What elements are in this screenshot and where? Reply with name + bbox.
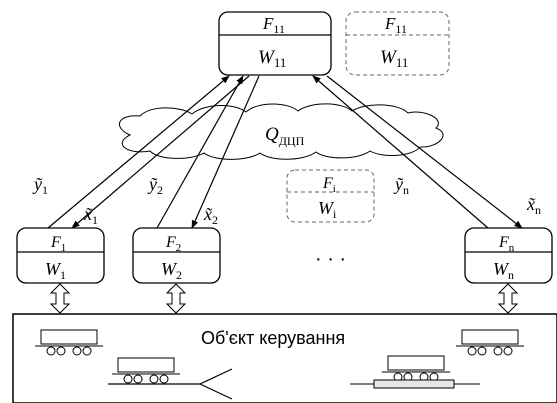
block-arrow-n [497,283,519,314]
ghost-node-w-label: W [380,47,398,68]
label-x2: x̃2 [203,204,218,227]
arrow-y1 [47,75,230,229]
svg-text:Wi: Wi [318,198,337,221]
svg-text:Fi: Fi [322,175,336,195]
svg-text:Wn: Wn [493,259,514,282]
arrow-x1 [71,75,250,229]
top-node-w-sub: 11 [274,55,287,70]
object-title: Об'єкт керування [201,328,345,348]
ghost-node-w-sub: 11 [396,55,409,70]
top-node: F11 W11 [218,11,332,76]
middle-node: Fi Wi [286,169,375,223]
railcar-1 [35,329,103,356]
node-n: Fn Wn [464,227,553,284]
svg-text:F11: F11 [262,14,285,36]
rail-switch [108,368,233,400]
label-x1: x̃1 [83,204,98,227]
arrow-y2 [156,75,244,229]
svg-text:W11: W11 [380,47,408,70]
ellipsis: · · · [315,248,346,270]
block-arrow-1 [49,283,71,314]
railcar-2 [112,357,180,384]
block-arrows [49,283,519,314]
ghost-node-f-sub: 11 [395,22,407,36]
label-xn: x̃n [526,194,541,217]
svg-text:F2: F2 [165,234,181,254]
svg-text:W1: W1 [45,259,66,282]
top-node-ghost: F11 W11 [345,11,450,76]
rail-scale [350,379,480,389]
top-node-f-label: F [262,14,274,33]
svg-text:Fn: Fn [498,234,515,254]
railcar-3 [382,355,450,382]
object-box [12,313,557,403]
top-node-f-sub: 11 [273,22,285,36]
arrow-x2 [191,75,260,229]
svg-text:F11: F11 [384,14,407,36]
label-yn: ỹn [393,174,409,197]
svg-text:W2: W2 [161,259,182,282]
svg-text:W11: W11 [258,47,286,70]
network-label-sub: ДЦП [279,134,305,148]
node-2: F2 W2 [132,227,221,284]
block-arrow-2 [165,283,187,314]
top-node-w-label: W [258,47,276,68]
arrow-yn [312,75,489,229]
label-y1: ỹ1 [32,174,48,197]
node-1: F1 W1 [16,227,105,284]
network-label: QДЦП [265,124,305,148]
ghost-node-f-label: F [384,14,396,33]
arrow-xn [326,75,523,229]
label-y2: ỹ2 [147,174,163,197]
railcar-4 [456,329,524,356]
connections [47,75,523,229]
svg-text:F1: F1 [50,234,66,254]
network-cloud [118,103,444,160]
